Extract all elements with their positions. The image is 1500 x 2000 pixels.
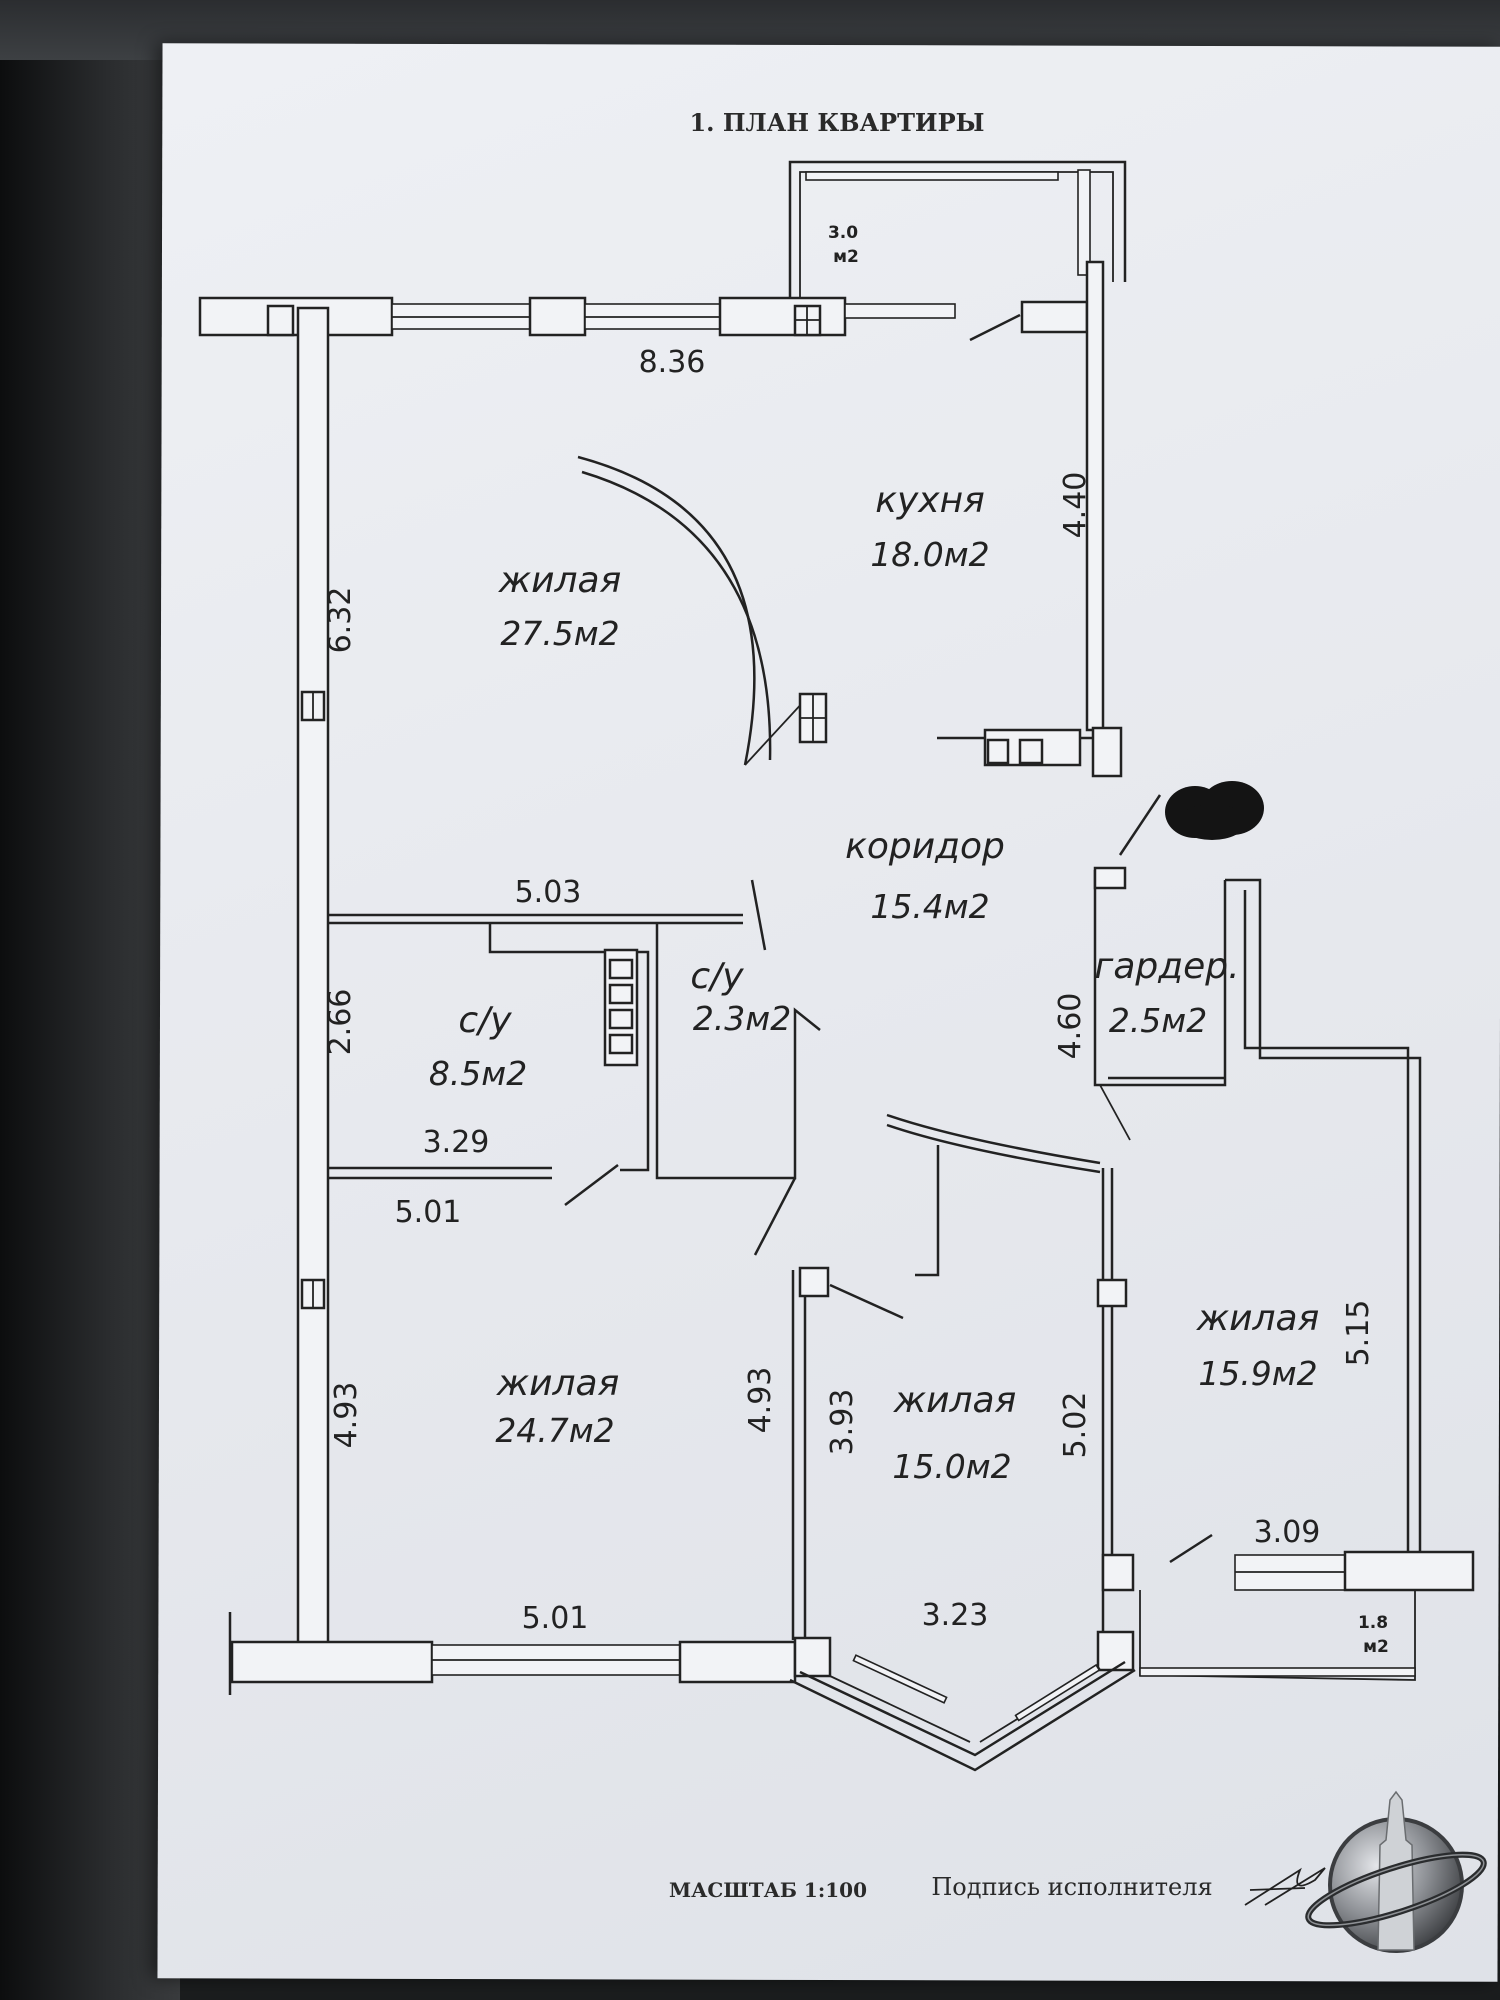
room-area: 2.3м2 xyxy=(693,999,791,1038)
footer-signature-label: Подпись исполнителя xyxy=(931,1873,1212,1901)
dim-corridor-wall: 5.03 xyxy=(515,875,582,910)
signature-scribble xyxy=(1244,1867,1326,1906)
dim-bedroom3-height: 5.15 xyxy=(1341,1300,1376,1367)
dim-bath-width: 3.29 xyxy=(423,1125,490,1160)
bedroom2-curved-wall xyxy=(886,1113,1128,1660)
dim-bedroom1-width-bottom: 5.01 xyxy=(522,1601,589,1636)
room-area: 24.7м2 xyxy=(495,1411,614,1450)
room-bathroom-8: с/у 8.5м2 xyxy=(429,1000,527,1093)
room-living-27: жилая 27.5м2 xyxy=(498,560,622,653)
room-name: жилая xyxy=(1196,1298,1320,1339)
left-wall xyxy=(296,306,330,1675)
bedroom2-left-wall xyxy=(791,1266,904,1640)
dim-bedroom3-width: 3.09 xyxy=(1254,1515,1321,1550)
dim-wardrobe-height: 4.60 xyxy=(1053,993,1088,1060)
room-area: 15.9м2 xyxy=(1198,1354,1317,1393)
room-bedroom-15: жилая 15.0м2 xyxy=(892,1380,1016,1486)
dim-bedroom1-height-left: 4.93 xyxy=(329,1382,364,1449)
balcony-bottom-area: 1.8 м2 xyxy=(1358,1613,1389,1657)
dim-bedroom2-height-left: 3.93 xyxy=(825,1389,860,1456)
footer-scale: МАСШТАБ 1:100 xyxy=(669,1878,867,1902)
plan-title: 1. ПЛАН КВАРТИРЫ xyxy=(689,108,984,137)
dim-top-width: 8.36 xyxy=(639,345,706,380)
corridor-wall xyxy=(328,879,767,951)
room-name: с/у xyxy=(690,956,744,997)
room-kitchen: кухня 18.0м2 xyxy=(870,480,989,574)
bedroom3-lower xyxy=(1101,1533,1475,1681)
balcony-top-area: 3.0 м2 xyxy=(828,223,859,267)
room-area: 27.5м2 xyxy=(500,614,619,653)
room-name: жилая xyxy=(893,1380,1017,1421)
balcony-area-unit: м2 xyxy=(833,247,859,267)
room-name: жилая xyxy=(498,560,622,601)
room-bedroom-15-9: жилая 15.9м2 xyxy=(1196,1298,1320,1393)
room-area: 15.4м2 xyxy=(870,887,989,926)
dim-bedroom2-width: 3.23 xyxy=(922,1598,989,1633)
background-left xyxy=(0,0,180,2000)
room-name: жилая xyxy=(496,1363,620,1404)
room-corridor: коридор 15.4м2 xyxy=(845,826,1005,926)
dim-bath-height: 2.66 xyxy=(323,989,358,1056)
balcony-area-value: 3.0 xyxy=(828,223,858,243)
room-name: с/у xyxy=(458,1000,512,1041)
room-area: 15.0м2 xyxy=(892,1447,1011,1486)
room-area: 8.5м2 xyxy=(429,1054,527,1093)
balcony-area-unit: м2 xyxy=(1363,1637,1389,1657)
top-wall xyxy=(198,296,1089,342)
dim-bedroom1-width-top: 5.01 xyxy=(395,1195,462,1230)
room-name: коридор xyxy=(845,826,1005,867)
room-area: 18.0м2 xyxy=(870,535,989,574)
company-logo xyxy=(1305,1790,1487,1953)
room-area: 2.5м2 xyxy=(1109,1001,1207,1040)
dim-kitchen-right: 4.40 xyxy=(1058,472,1093,539)
dim-bedroom1-height-right: 4.93 xyxy=(743,1367,778,1434)
room-wardrobe: гардер. 2.5м2 xyxy=(1094,946,1239,1040)
room-living-24: жилая 24.7м2 xyxy=(495,1363,619,1450)
bathroom-main xyxy=(328,923,821,1256)
dim-left-upper: 6.32 xyxy=(323,587,358,654)
wardrobe xyxy=(1093,794,1422,1555)
kitchen-right-wall xyxy=(937,260,1123,778)
room-bathroom-2: с/у 2.3м2 xyxy=(690,956,791,1038)
room-name: гардер. xyxy=(1094,946,1239,987)
redaction-mark xyxy=(1165,781,1264,840)
dim-bedroom2-height-right: 5.02 xyxy=(1058,1392,1093,1459)
bottom-wall xyxy=(228,1612,1136,1772)
curved-partition xyxy=(577,455,828,766)
balcony-area-value: 1.8 xyxy=(1358,1613,1388,1633)
top-balcony xyxy=(788,160,1127,302)
room-name: кухня xyxy=(875,480,985,521)
